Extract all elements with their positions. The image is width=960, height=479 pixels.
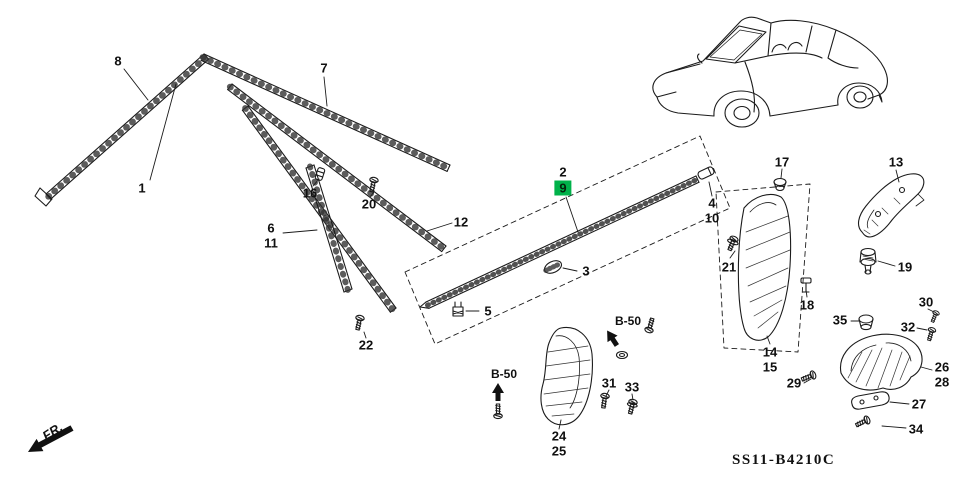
part-label-6: 6 [267, 220, 275, 236]
nut-part-35 [858, 314, 874, 331]
part-label-4: 4 [708, 195, 716, 211]
part-label-30: 30 [918, 294, 934, 310]
molding-windshield-side-parts-8-1 [34, 53, 210, 207]
part-label-22: 22 [358, 337, 374, 353]
screw-part-30 [928, 309, 941, 324]
door-molding-parts-2-9 [419, 175, 700, 309]
part-label-26: 26 [934, 359, 950, 375]
diagram-code: SS11-B4210C [732, 452, 836, 468]
leader-lines [123, 68, 935, 430]
clip-part-5 [452, 301, 464, 317]
part-label-29: 29 [786, 375, 802, 391]
bolt-part-34 [853, 414, 872, 430]
molding-roof-part-7 [199, 53, 452, 172]
ref-label-b-50: B-50 [490, 367, 518, 381]
part-label-34: 34 [908, 421, 924, 437]
bracket-part-13 [857, 173, 925, 238]
molding-drip-part-12 [226, 83, 447, 253]
splash-guard-parts-26-28 [839, 333, 923, 391]
bolt-part-21 [725, 234, 740, 253]
dashed-assembly-box-door-molding [404, 135, 731, 345]
molding-pillar-parts-6-11 [305, 163, 353, 294]
b50-screw-right [643, 316, 657, 335]
part-label-14: 14 [762, 344, 778, 360]
part-label-8: 8 [114, 53, 122, 69]
screw-part-31 [598, 392, 611, 410]
part-label-33: 33 [624, 379, 640, 395]
mud-guard-parts-24-25 [540, 326, 593, 426]
part-label-3: 3 [582, 263, 590, 279]
plate-part-27 [851, 391, 890, 410]
part-label-27: 27 [911, 396, 927, 412]
part-label-18: 18 [799, 297, 815, 313]
part-label-5: 5 [484, 303, 492, 319]
screw-part-20 [366, 176, 380, 194]
clip-part-3 [543, 260, 563, 274]
car-sketch [652, 16, 888, 128]
part-label-15: 15 [762, 359, 778, 375]
ref-label-b-50: B-50 [614, 314, 642, 328]
dashed-assembly-box-quarter-garnish [715, 183, 811, 353]
fr-direction-arrow [28, 425, 74, 452]
part-label-32: 32 [900, 319, 916, 335]
b50-direction-arrow-right [601, 326, 623, 350]
part-label-12: 12 [453, 214, 469, 230]
part-label-20: 20 [361, 196, 377, 212]
quarter-garnish-parts-14-15 [737, 193, 792, 341]
molding-end-cap-parts-4-10 [697, 166, 715, 180]
part-label-28: 28 [934, 374, 950, 390]
part-label-7: 7 [320, 60, 328, 76]
part-label-2: 2 [559, 164, 567, 180]
grommet-small [615, 350, 629, 360]
part-label-9: 9 [554, 180, 572, 196]
screw-part-22 [352, 314, 366, 332]
nut-part-17 [773, 177, 787, 192]
part-label-25: 25 [551, 443, 567, 459]
part-label-11: 11 [264, 235, 278, 251]
screw-part-32 [924, 326, 937, 342]
part-label-21: 21 [721, 259, 737, 275]
bolt-part-33 [625, 397, 639, 416]
part-label-24: 24 [551, 428, 567, 444]
part-label-1: 1 [138, 180, 146, 196]
grommet-part-19 [859, 247, 877, 275]
part-label-31: 31 [601, 375, 617, 391]
part-label-16: 16 [302, 185, 318, 201]
part-label-35: 35 [832, 312, 848, 328]
part-label-13: 13 [888, 154, 904, 170]
part-label-17: 17 [774, 154, 790, 170]
b50-direction-arrow-left [491, 382, 505, 402]
part-label-10: 10 [704, 210, 720, 226]
bolt-part-29 [799, 369, 818, 384]
b50-screw-left [493, 403, 503, 420]
part-label-19: 19 [897, 259, 913, 275]
clip-part-16 [314, 167, 326, 181]
